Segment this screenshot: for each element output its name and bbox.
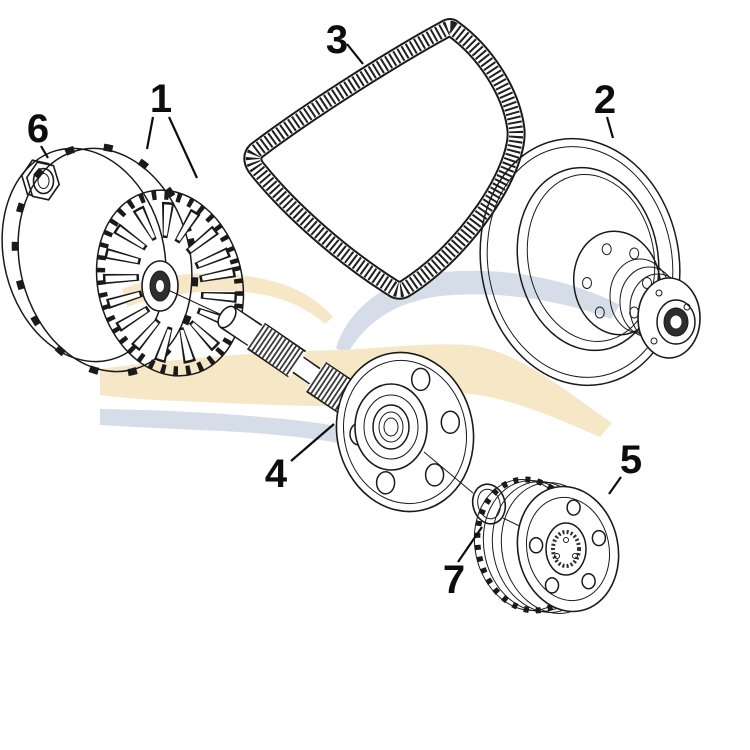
callout-7-label: 7 bbox=[443, 558, 465, 602]
clutch-fins-face bbox=[105, 204, 235, 362]
callout-3-leader bbox=[346, 43, 364, 65]
flange-inner-rim bbox=[342, 359, 468, 505]
clutch-bore-center bbox=[156, 280, 164, 292]
part-6-nut bbox=[20, 159, 61, 201]
driven-bearing-outer bbox=[656, 299, 696, 345]
shaft-tip-face bbox=[217, 305, 237, 329]
nut-bore-inner bbox=[37, 173, 50, 189]
pack-hole bbox=[528, 537, 544, 554]
driven-bearing-bore bbox=[670, 315, 682, 329]
flange-hole bbox=[440, 410, 461, 435]
pack-hub-ring bbox=[545, 522, 587, 576]
flange-hole bbox=[410, 367, 431, 392]
callout-2: 2 bbox=[594, 78, 616, 139]
bolt-hole bbox=[642, 277, 652, 289]
callout-4-leader bbox=[290, 423, 335, 462]
belt-band bbox=[245, 20, 524, 298]
pack-hole bbox=[591, 529, 607, 547]
driven-hub-plate bbox=[572, 230, 662, 336]
watermark-swoosh-blue-bottom bbox=[100, 409, 369, 448]
callout-6-label: 6 bbox=[27, 107, 49, 151]
callout-4: 4 bbox=[265, 423, 335, 496]
flange-hub-ring2 bbox=[372, 404, 410, 450]
driven-face-ring-inner bbox=[526, 174, 656, 342]
flange-hole bbox=[375, 471, 396, 495]
flange-bore bbox=[378, 411, 404, 443]
flange-hole bbox=[424, 463, 445, 487]
driven-hub-bolt-holes bbox=[582, 243, 652, 319]
assembly-axis-line bbox=[423, 451, 474, 494]
clutch-pack-face bbox=[516, 485, 620, 613]
callout-1-label: 1 bbox=[150, 77, 172, 121]
pack-hub-detail bbox=[554, 553, 560, 559]
flange-hub-outer bbox=[354, 383, 428, 471]
bolt-hole bbox=[594, 306, 605, 319]
part-2-secondary-clutch bbox=[479, 137, 701, 387]
callout-4-label: 4 bbox=[265, 452, 288, 496]
callout-5: 5 bbox=[608, 438, 642, 495]
callout-1: 1 bbox=[145, 77, 198, 179]
flange-hub-ring bbox=[363, 394, 419, 460]
pack-spline-hub bbox=[551, 530, 581, 568]
callout-1-leader-a bbox=[145, 116, 155, 150]
pack-hole bbox=[581, 572, 596, 590]
part-3-drive-belt bbox=[243, 18, 526, 300]
callout-2-label: 2 bbox=[594, 78, 616, 122]
flange-bore-inner bbox=[383, 417, 399, 437]
driven-disc-inner-rim bbox=[486, 146, 674, 378]
clutch-pack-holes bbox=[528, 499, 607, 594]
pack-hub-detail bbox=[563, 537, 569, 543]
washer-inner bbox=[477, 488, 501, 520]
end-plate-hole bbox=[655, 289, 663, 297]
part-4-shaft bbox=[167, 289, 475, 513]
assembly-axis-line bbox=[167, 289, 225, 317]
callout-3-label: 3 bbox=[326, 18, 348, 62]
callout-6: 6 bbox=[27, 107, 49, 159]
pack-hole bbox=[566, 499, 581, 516]
driven-disc-outer bbox=[479, 137, 681, 387]
callout-2-leader bbox=[605, 116, 615, 139]
pack-hole bbox=[544, 577, 560, 594]
callout-1-leader-b bbox=[168, 116, 198, 179]
driven-face-ring bbox=[516, 166, 660, 352]
callout-7: 7 bbox=[443, 526, 483, 602]
callout-5-label: 5 bbox=[620, 438, 642, 482]
pack-hub-detail bbox=[572, 553, 578, 559]
bolt-hole bbox=[582, 277, 592, 289]
bolt-hole bbox=[629, 247, 640, 260]
callout-3: 3 bbox=[326, 18, 364, 65]
callout-5-leader bbox=[608, 476, 622, 495]
clutch-rim-lugs bbox=[11, 142, 199, 378]
clutch-housing-back bbox=[1, 147, 167, 363]
end-plate-hole bbox=[650, 337, 658, 345]
bolt-hole bbox=[601, 243, 612, 256]
callout-6-leader bbox=[40, 145, 49, 159]
part-5-clutch-pack bbox=[473, 476, 620, 614]
callout-7-leader bbox=[457, 526, 483, 563]
clutch-pack-face-ring bbox=[525, 496, 611, 602]
